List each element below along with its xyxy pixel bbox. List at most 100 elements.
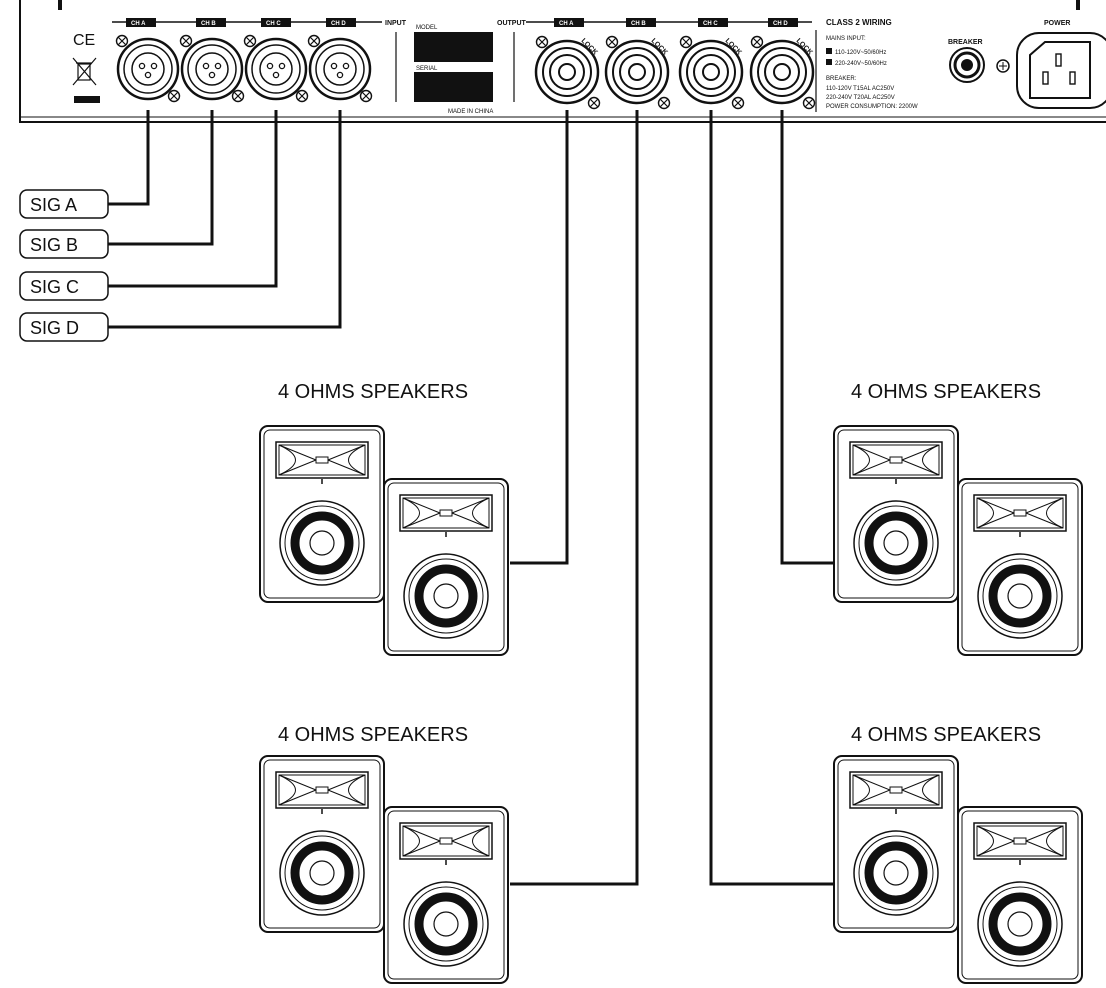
serial-label: SERIAL (416, 66, 438, 72)
speaker-cabinet (833, 425, 959, 603)
mains-option-1: 110-120V~50/60Hz (835, 50, 886, 56)
output-tab-ch-d: CH D (768, 18, 798, 27)
screw-icon (231, 89, 245, 103)
mains-input-label: MAINS INPUT: (826, 36, 866, 42)
svg-text:SIG A: SIG A (30, 195, 77, 215)
sig-a-label: SIG A (19, 189, 109, 219)
woofer-icon (853, 830, 939, 916)
input-label: INPUT (385, 20, 407, 27)
woofer-icon (279, 830, 365, 916)
screw-icon (802, 96, 816, 110)
woofer-icon (977, 553, 1063, 639)
output-tab-ch-b: CH B (626, 18, 656, 27)
mains-option-2: 220-240V~50/60Hz (835, 61, 887, 67)
input-tab-ch-d: CH D (326, 18, 356, 27)
speaker-group-label: 4 OHMS SPEAKERS (851, 724, 1041, 746)
amplifier-rear-panel: CE CH A CH B CH C CH D INPUT (19, 0, 1106, 123)
speaker-group-label: 4 OHMS SPEAKERS (278, 381, 468, 403)
crossed-bin-icon (72, 57, 97, 86)
screw-icon (535, 35, 549, 49)
mains-option-1-check (826, 48, 832, 54)
tweeter-horn-icon (849, 441, 943, 479)
svg-text:SIG D: SIG D (30, 318, 79, 338)
screw-icon (587, 96, 601, 110)
breaker-heading: BREAKER: (826, 76, 857, 82)
screw-icon (307, 34, 321, 48)
screw-icon (657, 96, 671, 110)
svg-text:CH A: CH A (131, 21, 146, 27)
xlr-input-icon (116, 37, 180, 101)
input-tab-ch-c: CH C (261, 18, 291, 27)
screw-icon (996, 59, 1010, 73)
woofer-icon (977, 881, 1063, 967)
tweeter-horn-icon (275, 771, 369, 809)
speakon-output-icon (534, 39, 600, 105)
speaker-group-label: 4 OHMS SPEAKERS (278, 724, 468, 746)
iec-power-inlet-icon (1016, 32, 1106, 109)
svg-text:CH D: CH D (773, 21, 788, 27)
woofer-icon (403, 881, 489, 967)
screw-icon (359, 89, 373, 103)
speakon-output-icon (604, 39, 670, 105)
power-consumption: POWER CONSUMPTION: 2200W (826, 104, 918, 110)
woofer-icon (853, 500, 939, 586)
svg-text:CH B: CH B (631, 21, 646, 27)
mains-option-2-check (826, 59, 832, 65)
breaker-icon (949, 47, 985, 83)
svg-text:CH C: CH C (266, 21, 281, 27)
speaker-wires (510, 110, 838, 886)
screw-icon (115, 34, 129, 48)
input-tab-ch-b: CH B (196, 18, 226, 27)
screw-icon (679, 35, 693, 49)
woofer-icon (403, 553, 489, 639)
screw-icon (167, 89, 181, 103)
input-tab-ch-a: CH A (126, 18, 156, 27)
speaker-cabinet (957, 806, 1083, 984)
model-box (414, 32, 493, 62)
speaker-group-label: 4 OHMS SPEAKERS (851, 381, 1041, 403)
wiring-title: CLASS 2 WIRING (826, 18, 892, 27)
speaker-cabinet (833, 755, 959, 933)
screw-icon (243, 34, 257, 48)
breaker-line-2: 220-240V T20AL AC250V (826, 95, 895, 101)
speaker-cabinet (259, 425, 385, 603)
woofer-icon (279, 500, 365, 586)
screw-icon (605, 35, 619, 49)
svg-text:CH A: CH A (559, 21, 574, 27)
screw-icon (295, 89, 309, 103)
tweeter-horn-icon (399, 822, 493, 860)
tweeter-horn-icon (973, 494, 1067, 532)
sig-d-label: SIG D (19, 312, 109, 342)
made-in-label: MADE IN CHINA (448, 109, 493, 115)
tweeter-horn-icon (399, 494, 493, 532)
svg-text:SIG B: SIG B (30, 235, 78, 255)
xlr-input-icon (244, 37, 308, 101)
signal-labels: SIG A SIG B SIG C SIG D (19, 189, 109, 342)
speaker-cabinet (383, 806, 509, 984)
screw-icon (179, 34, 193, 48)
ce-mark: CE (73, 32, 95, 49)
breaker-label: BREAKER (948, 39, 983, 46)
serial-box (414, 72, 493, 102)
tweeter-horn-icon (849, 771, 943, 809)
breaker-line-1: 110-120V T15AL AC250V (826, 86, 894, 92)
speaker-cabinet (383, 478, 509, 656)
sig-c-label: SIG C (19, 271, 109, 301)
speakon-output-icon (749, 39, 815, 105)
xlr-input-icon (308, 37, 372, 101)
svg-text:CH C: CH C (703, 21, 718, 27)
screw-icon (750, 35, 764, 49)
screw-icon (731, 96, 745, 110)
tweeter-horn-icon (275, 441, 369, 479)
power-label: POWER (1044, 20, 1070, 27)
svg-text:CH B: CH B (201, 21, 216, 27)
output-tab-ch-a: CH A (554, 18, 584, 27)
weee-bar (74, 96, 100, 103)
signal-wires (108, 110, 342, 329)
output-tab-ch-c: CH C (698, 18, 728, 27)
sig-b-label: SIG B (19, 229, 109, 259)
svg-text:SIG C: SIG C (30, 277, 79, 297)
tweeter-horn-icon (973, 822, 1067, 860)
output-label: OUTPUT (497, 20, 527, 27)
svg-text:CH D: CH D (331, 21, 346, 27)
